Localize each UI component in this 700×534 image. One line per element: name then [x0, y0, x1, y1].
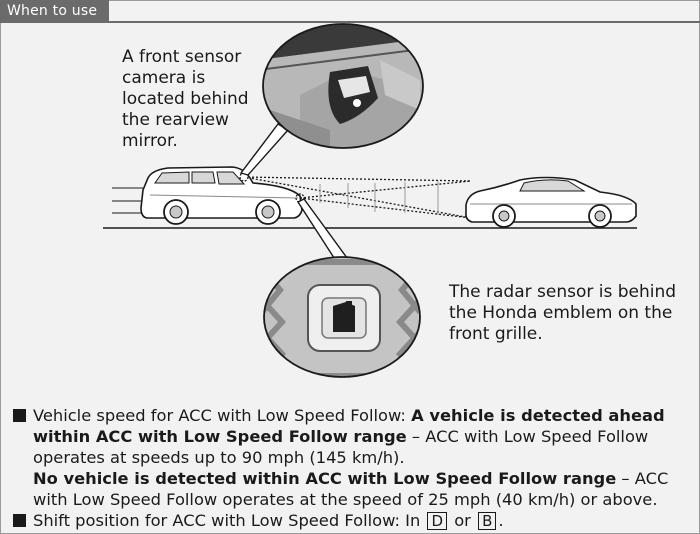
detection-zone [243, 176, 472, 219]
shift-or-text: or [449, 511, 477, 530]
suv-illustration [140, 166, 303, 225]
shift-end-text: . [498, 511, 504, 530]
bullet-square-icon [13, 409, 26, 422]
speed-lead-text: Vehicle speed for ACC with Low Speed Fol… [33, 406, 412, 425]
sedan-illustration [465, 176, 637, 228]
list-item-vehicle-speed: Vehicle speed for ACC with Low Speed Fol… [13, 405, 693, 510]
list-item-shift-position: Shift position for ACC with Low Speed Fo… [13, 510, 693, 531]
detected-text: – ACC with Low Speed Follow operates at … [33, 427, 649, 467]
section-rule [0, 21, 700, 23]
camera-zoom-view [262, 23, 424, 149]
radar-marker [295, 193, 305, 203]
radar-zoom-view [263, 256, 421, 378]
not-detected-text: – ACC with Low Speed Follow operates at … [33, 469, 669, 509]
gear-b-badge: B [478, 512, 497, 530]
detected-heading: A vehicle is detected ahead within ACC w… [33, 406, 665, 446]
radar-callout-leader [296, 198, 352, 265]
section-tab: When to use [0, 0, 110, 22]
conditions-list: Vehicle speed for ACC with Low Speed Fol… [13, 405, 693, 531]
bullet-square-icon [13, 514, 26, 527]
radar-sensor-label: The radar sensor is behind the Honda emb… [449, 282, 677, 344]
zone-gradient-lines [319, 181, 439, 215]
shift-lead-text: Shift position for ACC with Low Speed Fo… [33, 511, 426, 530]
camera-sensor-label: A front sensor camera is located behind … [122, 47, 249, 151]
gear-d-badge: D [427, 512, 448, 530]
not-detected-heading: No vehicle is detected within ACC with L… [33, 469, 617, 488]
